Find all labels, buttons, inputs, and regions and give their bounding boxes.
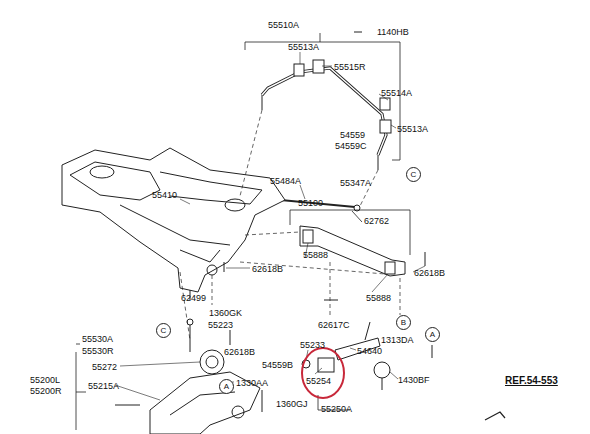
reference-letter: A — [430, 330, 435, 339]
reference-letter: C — [411, 170, 417, 179]
reference-note: REF.54-553 — [505, 376, 558, 386]
part-number: 55100 — [298, 198, 323, 208]
highlight-ring — [302, 348, 344, 398]
reference-circle: C — [406, 167, 421, 182]
part-number: 1430BF — [398, 375, 430, 385]
part-number: 62618B — [414, 268, 445, 278]
part-number: 62499 — [181, 293, 206, 303]
part-number: 55484A — [270, 176, 301, 186]
part-number: 55530R — [82, 346, 114, 356]
part-number: 55254 — [306, 376, 331, 386]
part-number: 55215A — [88, 381, 119, 391]
reference-circle: A — [219, 379, 234, 394]
part-number: 55223 — [208, 320, 233, 330]
part-number: 1140HB — [377, 27, 409, 37]
part-number: 55410 — [152, 190, 177, 200]
reference-circle: A — [425, 327, 440, 342]
reference-circle: C — [156, 323, 171, 338]
part-number: 1360GJ — [276, 399, 308, 409]
part-number: 54640 — [357, 346, 382, 356]
part-number: 55510A — [268, 20, 299, 30]
part-number: 54559 — [340, 130, 365, 140]
part-number: 55888 — [366, 293, 391, 303]
part-number: 62617C — [318, 320, 350, 330]
reference-letter: B — [401, 318, 406, 327]
part-number: 62618B — [224, 347, 255, 357]
part-number: 55200R — [30, 386, 62, 396]
part-number: 55347A — [340, 178, 371, 188]
part-number: 55513A — [397, 124, 428, 134]
part-number: 1313DA — [381, 335, 414, 345]
part-number: 55513A — [288, 42, 319, 52]
part-number: 1360GK — [209, 308, 242, 318]
part-number: 1330AA — [236, 378, 268, 388]
part-number: 55530A — [82, 334, 113, 344]
reference-circle: B — [396, 315, 411, 330]
part-number: 54559C — [335, 141, 367, 151]
part-number: 55515R — [334, 62, 366, 72]
part-number: 55272 — [92, 362, 117, 372]
part-number: 55233 — [300, 340, 325, 350]
part-number: 55250A — [321, 404, 352, 414]
reference-letter: C — [161, 326, 167, 335]
part-number: 62618B — [252, 264, 283, 274]
part-number: 55514A — [381, 88, 412, 98]
part-number: 54559B — [262, 360, 293, 370]
part-number: 55200L — [30, 375, 60, 385]
reference-letter: A — [224, 382, 229, 391]
part-number: 55888 — [303, 250, 328, 260]
part-number: 62762 — [364, 216, 389, 226]
